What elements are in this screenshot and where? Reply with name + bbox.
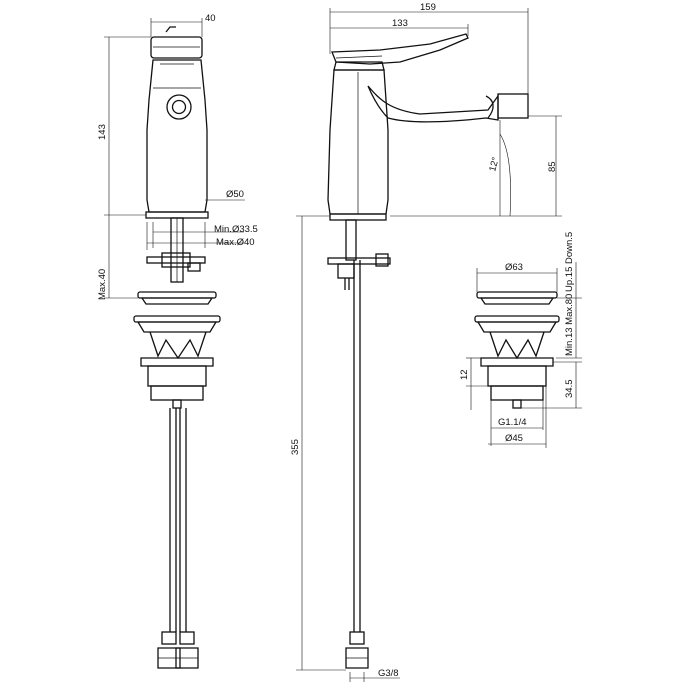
front-body [146,59,208,213]
front-view [133,26,221,669]
side-lever [331,33,469,65]
side-lever-width-label: 133 [392,18,408,29]
waste-cap-diameter-label: Ø63 [505,262,523,273]
waste-body [490,385,544,401]
side-spout [367,85,499,123]
waste-thread-label: G1.1/4 [498,417,527,428]
waste-lift-label: Up.15 Down.5 [564,232,575,292]
front-hole-min-label: Min.Ø33.5 [214,224,258,235]
waste-dimensions: Ø63 Up.15 Down.5 Min.13 Max.80 34.5 12 G… [459,232,582,448]
front-height-label: 143 [97,124,108,140]
front-top-width-label: 40 [205,13,216,24]
front-dimensions: 40 143 Max.40 Ø50 Min.Ø33.5 Max.Ø40 [97,13,258,300]
waste-clamp-label: Min.13 Max.80 [564,294,575,356]
side-nozzle [497,93,529,119]
side-spout-height-label: 85 [547,161,558,172]
front-hole-max-label: Max.Ø40 [216,237,255,248]
waste-view [474,291,560,409]
side-view [327,33,529,669]
front-knob [166,94,192,120]
side-dimensions: 159 133 85 12° 355 G3/8 [290,2,562,682]
front-lever-cap [150,36,203,59]
waste-cap [476,291,558,299]
waste-base-diameter-label: Ø45 [505,433,523,444]
front-base [145,211,209,219]
front-body-diameter-label: Ø50 [226,189,244,200]
side-thread-label: G3/8 [378,668,399,679]
side-hose-length-label: 355 [290,439,301,455]
waste-body-height-label: 34.5 [564,380,575,399]
side-spout-angle-label: 12° [487,156,501,173]
waste-flange-height-label: 12 [459,369,470,380]
side-overall-width-label: 159 [420,2,436,13]
front-deck-max-label: Max.40 [97,269,108,300]
waste-flange [480,357,554,367]
